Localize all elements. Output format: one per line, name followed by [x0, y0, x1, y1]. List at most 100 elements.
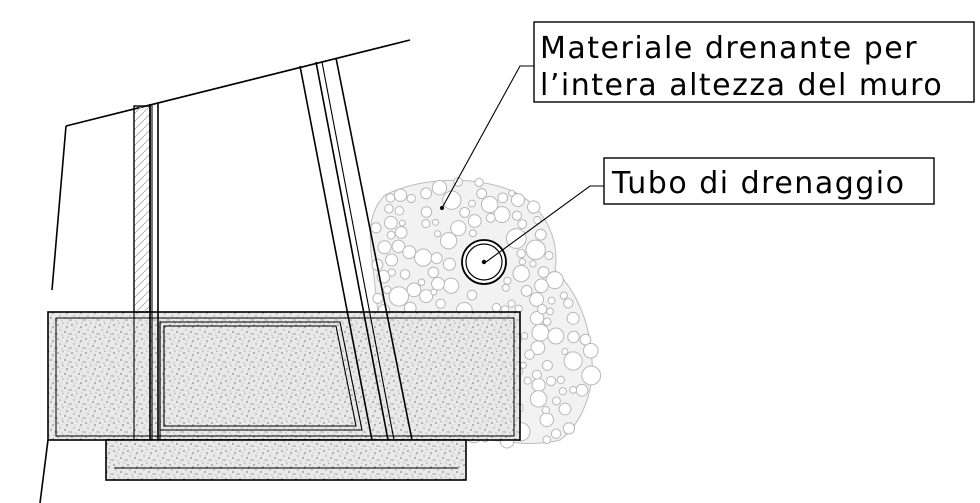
- gravel-stone: [431, 180, 448, 196]
- gravel-stone: [394, 226, 408, 239]
- gravel-stone: [414, 248, 433, 267]
- gravel-stone: [497, 192, 509, 204]
- gravel-stone: [402, 245, 417, 260]
- gravel-stone: [431, 276, 445, 291]
- gravel-stone: [541, 360, 553, 371]
- gravel-stone: [520, 284, 533, 297]
- gravel-stone: [551, 396, 561, 406]
- gravel-stone: [541, 405, 550, 415]
- gravel-stone: [517, 219, 528, 230]
- gravel-stone: [467, 214, 482, 228]
- terrain-outline: [39, 39, 411, 503]
- gravel-stone: [435, 298, 446, 309]
- gravel-stone: [393, 188, 408, 202]
- gravel-stone: [507, 299, 516, 308]
- gravel-stone: [566, 311, 580, 325]
- drain-pipe: [461, 239, 507, 285]
- gravel-stone: [529, 260, 537, 268]
- gravel-stone: [529, 292, 544, 307]
- gravel-stone: [406, 282, 422, 298]
- stem-wall-back: [133, 103, 159, 440]
- gravel-stone: [582, 342, 599, 359]
- gravel-stone: [442, 190, 462, 210]
- gravel-stone: [387, 268, 396, 277]
- gravel-stone: [419, 289, 434, 304]
- gravel-stone: [550, 428, 562, 439]
- gravel-stone: [558, 402, 572, 416]
- gravel-stone: [567, 330, 580, 344]
- gravel-stone: [544, 251, 554, 261]
- gravel-stone: [372, 292, 384, 304]
- gravel-stone: [524, 349, 535, 360]
- gravel-stone: [534, 228, 547, 241]
- gravel-stone: [556, 375, 565, 385]
- gravel-stone: [563, 298, 574, 309]
- gravel-stone: [529, 390, 548, 408]
- gravel-stone: [531, 369, 542, 380]
- gravel-stone: [518, 257, 527, 266]
- gravel-stone: [545, 271, 564, 290]
- gravel-stone: [476, 188, 488, 200]
- gravel-stone: [417, 278, 426, 286]
- gravel-stone: [501, 283, 510, 292]
- gravel-stone: [420, 187, 433, 200]
- gravel-stone: [516, 248, 526, 259]
- gravel-stone: [432, 218, 440, 226]
- gravel-stone: [442, 257, 456, 271]
- gravel-stone: [547, 327, 565, 345]
- drainage-material-callout: Materiale drenante per l’intera altezza …: [533, 21, 975, 103]
- gravel-stone: [391, 239, 406, 254]
- inclined-wall: [299, 57, 413, 441]
- gravel-stone: [531, 323, 550, 342]
- gravel-stone: [443, 277, 460, 294]
- gravel-stone: [525, 239, 546, 261]
- gravel-stone: [383, 215, 398, 230]
- gravel-stone: [562, 422, 576, 435]
- gravel-stone: [546, 307, 555, 316]
- gravel-stone: [370, 222, 382, 234]
- gravel-stone: [520, 332, 529, 340]
- gravel-stone: [427, 266, 440, 279]
- gravel-stone: [468, 229, 477, 238]
- gravel-stone: [468, 199, 476, 208]
- gravel-stone: [474, 177, 484, 188]
- gravel-stone: [385, 253, 399, 267]
- gravel-stone: [382, 285, 392, 295]
- gravel-stone: [450, 220, 467, 237]
- gravel-stone: [430, 252, 443, 265]
- gravel-stone: [388, 286, 409, 307]
- gravel-stone: [523, 376, 532, 385]
- gravel-stone: [542, 435, 552, 445]
- gravel-stone: [539, 412, 555, 427]
- gravel-stone: [377, 240, 392, 255]
- gravel-stone: [519, 361, 527, 369]
- gravel-stone: [558, 387, 567, 396]
- gravel-stone: [569, 385, 578, 394]
- gravel-stone: [485, 212, 496, 223]
- gravel-stone: [394, 206, 405, 216]
- gravel-stone: [491, 302, 502, 313]
- gravel-stone: [581, 365, 602, 386]
- gravel-stone: [511, 210, 522, 221]
- foundation-slab: [47, 311, 521, 481]
- leader-lines: [440, 65, 604, 263]
- gravel-stone: [439, 232, 458, 250]
- gravel-stone: [526, 200, 541, 214]
- drain-pipe-label: Tubo di drenaggio: [611, 166, 905, 201]
- gravel-stone: [466, 289, 478, 301]
- gravel-stone: [561, 347, 569, 356]
- gravel-stone: [534, 278, 549, 294]
- gravel-stone: [459, 206, 471, 218]
- gravel-stone: [559, 291, 568, 300]
- gravel-stone: [406, 193, 416, 204]
- gravel-stone: [420, 206, 433, 218]
- drainage-material-label-line1: Materiale drenante per: [540, 31, 918, 66]
- gravel-stone: [547, 296, 556, 305]
- gravel-stone: [398, 219, 406, 227]
- gravel-stone: [537, 266, 550, 279]
- gravel-stone: [386, 230, 396, 240]
- gravel-stone: [434, 230, 442, 238]
- gravel-stone: [508, 189, 516, 197]
